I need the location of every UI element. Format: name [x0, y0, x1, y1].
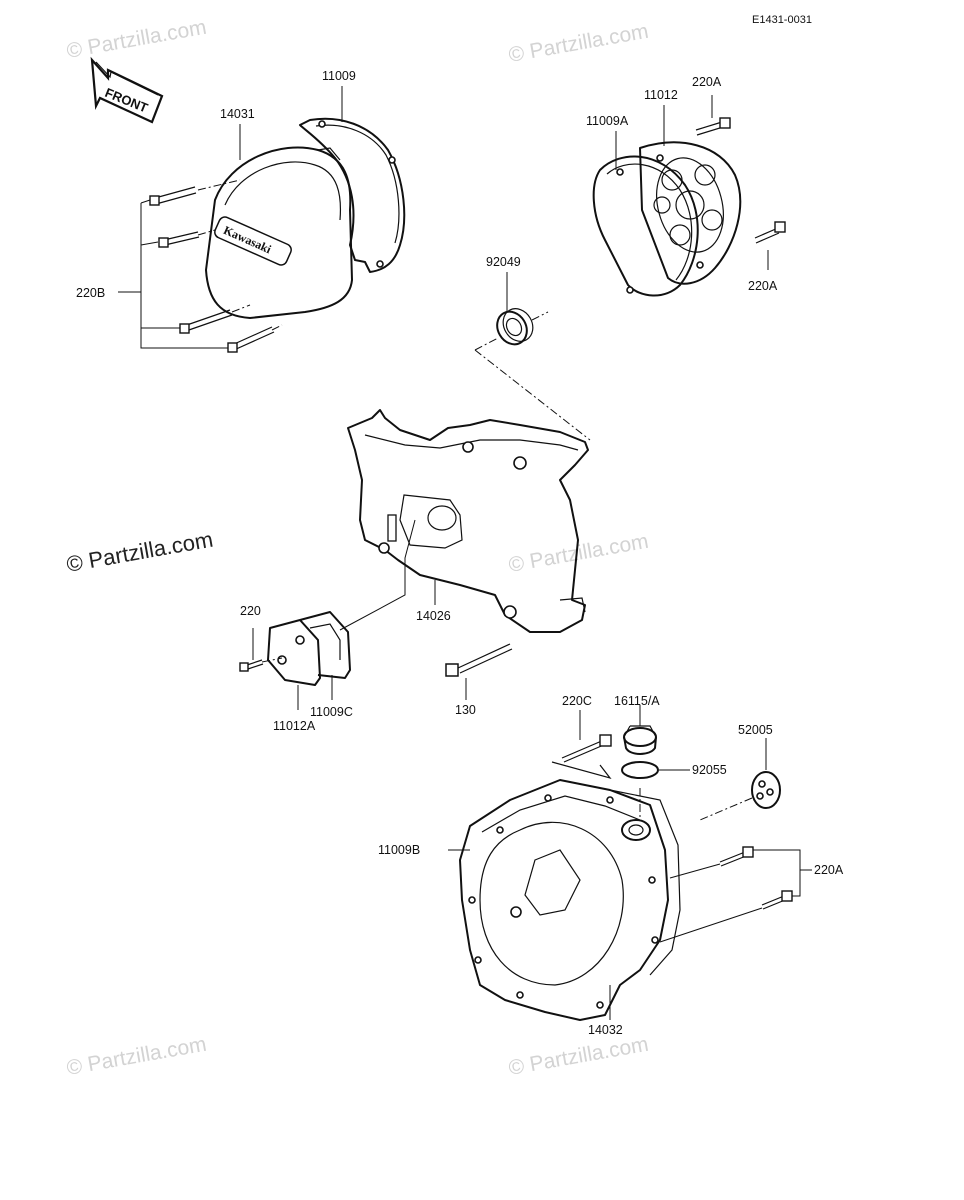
watermark-top-left: © Partzilla.com [65, 16, 208, 63]
label-11009B: 11009B [378, 843, 420, 857]
label-11009: 11009 [322, 69, 356, 83]
gasket-11009A [592, 155, 699, 297]
watermark-middle-left: © Partzilla.com [65, 527, 215, 577]
label-220A-right: 220A [748, 279, 778, 293]
label-92049: 92049 [486, 255, 521, 269]
filler-cap-16115A [623, 705, 657, 755]
label-14026: 14026 [416, 609, 451, 623]
label-11009C: 11009C [310, 705, 353, 719]
bracket-220B [118, 199, 228, 349]
watermark-bottom-left: © Partzilla.com [65, 1033, 208, 1080]
label-11012A: 11012A [273, 719, 316, 733]
diagram-code: E1431-0031 [752, 14, 812, 26]
front-arrow-shape [90, 56, 164, 124]
seal-alignment-line [474, 337, 591, 441]
label-11012: 11012 [644, 88, 678, 102]
o-ring-92055 [621, 761, 690, 779]
label-11009A: 11009A [586, 114, 629, 128]
label-14031: 14031 [220, 107, 255, 121]
label-14032: 14032 [588, 1023, 623, 1037]
label-220A-bottom: 220A [814, 863, 844, 877]
front-arrow-shadow [95, 61, 159, 96]
watermark-middle-right: © Partzilla.com [507, 530, 650, 577]
label-220B: 220B [76, 286, 105, 300]
clutch-cover-14032 [459, 779, 681, 1021]
bolts-220A-lower [448, 846, 812, 943]
label-52005: 52005 [738, 723, 773, 737]
oil-seal-92049 [496, 272, 549, 346]
bolts-220B [149, 179, 283, 353]
plate-11012A-gasket-11009C [239, 519, 416, 710]
label-16115A: 16115/A [614, 694, 660, 708]
label-92055: 92055 [692, 763, 727, 777]
watermarks: © Partzilla.com © Partzilla.com © Partzi… [65, 16, 651, 1080]
crankcase-cover-14026 [347, 409, 589, 633]
inspection-cap-52005 [639, 738, 781, 821]
front-arrow: FRONT [90, 56, 164, 124]
label-220: 220 [240, 604, 261, 618]
label-130: 130 [455, 703, 476, 717]
gasket-11009 [299, 117, 406, 273]
bolt-220C [551, 710, 612, 780]
generator-cover-14031: Kawasaki [205, 146, 353, 319]
watermark-top-right: © Partzilla.com [507, 20, 650, 67]
bolts-220A-upper [695, 95, 786, 270]
label-220C: 220C [562, 694, 592, 708]
bolt-130 [445, 643, 513, 700]
part-labels: 11009 14031 220B 11012 220A 11009A 220A … [76, 69, 844, 1037]
watermark-bottom-right: © Partzilla.com [507, 1033, 650, 1080]
label-220A-top: 220A [692, 75, 722, 89]
